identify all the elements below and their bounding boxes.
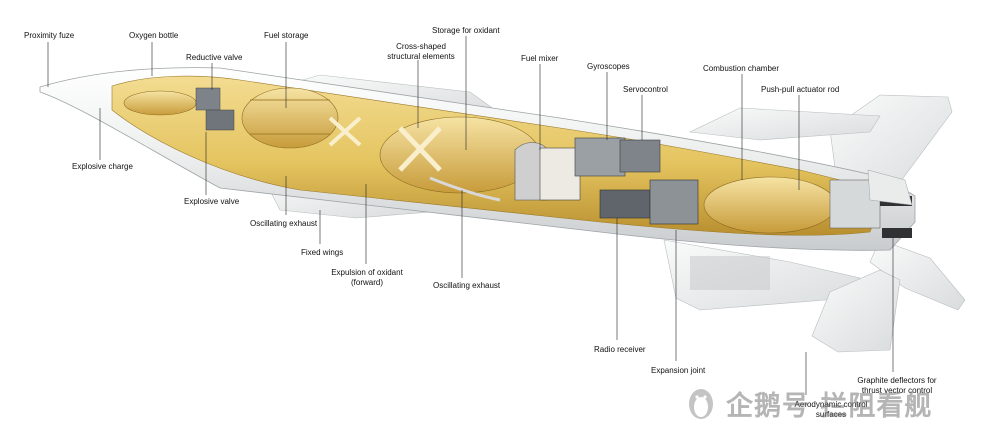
gyroscopes-shape — [574, 137, 626, 177]
fuel-storage-shape — [241, 87, 339, 149]
label-aerodynamic-line2: surfaces — [815, 410, 847, 419]
label-cross-shaped: Cross-shaped structural elements — [382, 42, 460, 62]
label-push-pull: Push-pull actuator rod — [761, 85, 840, 94]
penguin-logo-icon — [689, 389, 713, 419]
label-graphite-line2: thrust vector control — [861, 386, 933, 395]
radio-receiver-shape — [599, 189, 651, 219]
label-storage-oxidant: Storage for oxidant — [432, 26, 500, 35]
label-explosive-charge: Explosive charge — [72, 162, 133, 171]
reductive-valve-shape — [195, 87, 221, 111]
leader-lines — [47, 36, 894, 395]
oxygen-bottle-shape — [123, 90, 197, 116]
label-cross-shaped-line1: Cross-shaped — [396, 42, 446, 51]
label-explosive-valve: Explosive valve — [184, 197, 240, 206]
label-servocontrol: Servocontrol — [623, 85, 668, 94]
label-graphite-line1: Graphite deflectors for — [857, 376, 937, 385]
label-proximity-fuze: Proximity fuze — [24, 31, 75, 40]
label-combustion-chamber: Combustion chamber — [703, 64, 780, 73]
label-cross-shaped-line2: structural elements — [387, 52, 455, 61]
servocontrol-shape — [619, 139, 661, 173]
watermark-text: 企鹅号 拦阻看舰 — [726, 391, 933, 422]
aerodynamic-control-surface — [811, 269, 901, 353]
label-expulsion-oxidant: Expulsion of oxidant (forward) — [326, 268, 408, 288]
cross-shaped-elements — [398, 126, 442, 172]
label-fuel-mixer: Fuel mixer — [521, 54, 559, 63]
label-oxygen-bottle: Oxygen bottle — [129, 31, 179, 40]
label-reductive-valve: Reductive valve — [186, 53, 243, 62]
label-fuel-storage: Fuel storage — [264, 31, 309, 40]
upper-rear-wing — [688, 107, 881, 141]
label-radio-receiver: Radio receiver — [594, 345, 646, 354]
label-aerodynamic-line1: Aerodynamic control — [794, 400, 868, 409]
label-graphite-deflectors: Graphite deflectors for thrust vector co… — [850, 376, 944, 396]
label-aerodynamic-control: Aerodynamic control surfaces — [790, 400, 872, 420]
combustion-chamber-shape — [703, 176, 837, 234]
label-expulsion-line1: Expulsion of oxidant — [331, 268, 403, 277]
label-gyroscopes: Gyroscopes — [587, 62, 630, 71]
label-oscillating-exhaust-left: Oscillating exhaust — [250, 219, 318, 228]
label-oscillating-exhaust-right: Oscillating exhaust — [433, 281, 501, 290]
label-fixed-wings: Fixed wings — [301, 248, 344, 257]
rear-right-fin — [869, 239, 966, 311]
label-expansion-joint: Expansion joint — [651, 366, 706, 375]
label-expulsion-line2: (forward) — [350, 278, 383, 287]
